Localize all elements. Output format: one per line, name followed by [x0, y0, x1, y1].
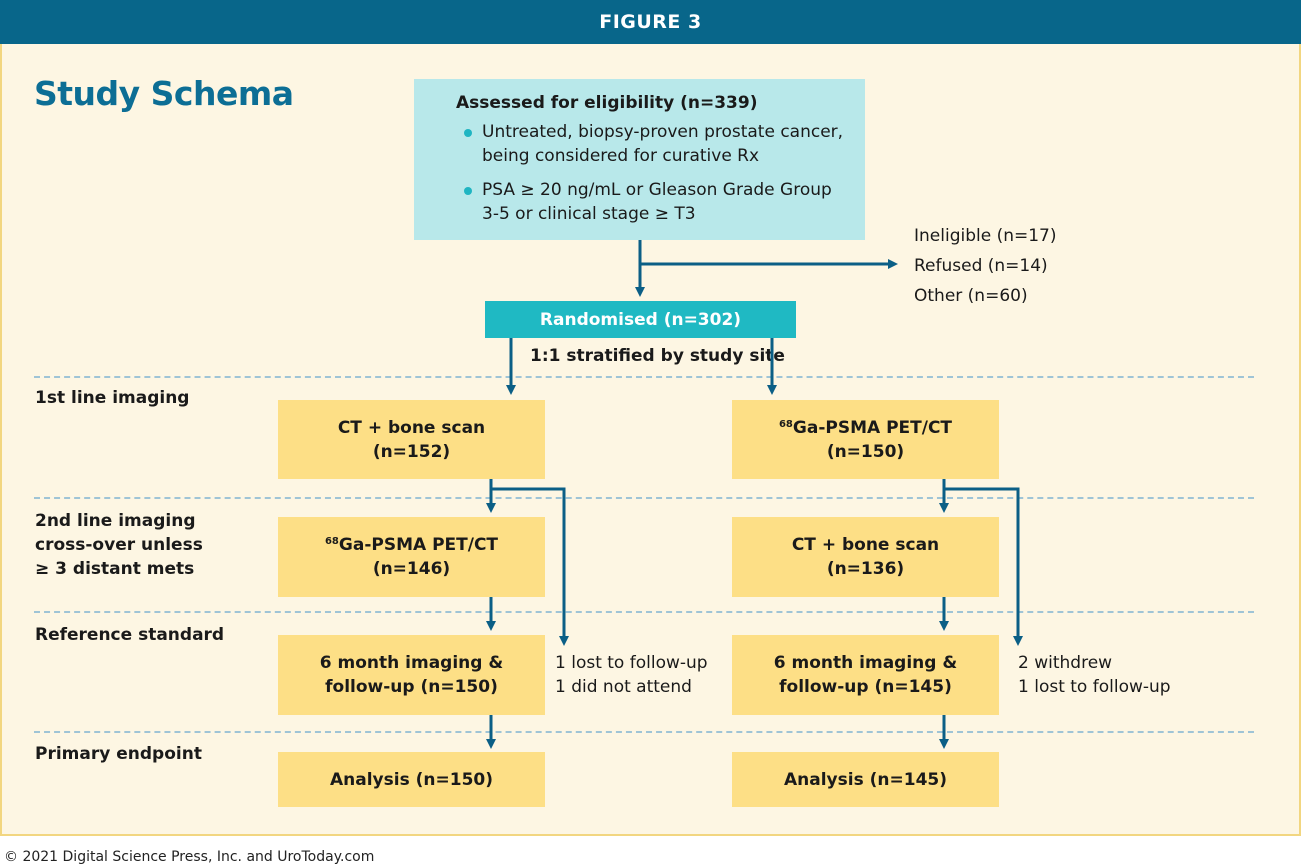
box-line: follow-up (n=145) [779, 677, 952, 697]
box-line: (n=152) [372, 441, 451, 462]
box-line-text: Ga-PSMA PET/CT [792, 417, 953, 438]
criterion-line: 3-5 or clinical stage ≥ T3 [482, 204, 696, 224]
box-line: 68Ga-PSMA PET/CT [779, 416, 952, 440]
exclusion-item: Other (n=60) [914, 286, 1028, 306]
copyright-footer: © 2021 Digital Science Press, Inc. and U… [4, 849, 375, 865]
box-line: (n=150) [826, 441, 905, 462]
box-line: Analysis (n=150) [330, 769, 493, 790]
row-label-first-line: 1st line imaging [35, 388, 190, 408]
row-label-second-line: 2nd line imaging cross-over unless ≥ 3 d… [35, 509, 203, 581]
page-title: Study Schema [34, 74, 294, 113]
box-line: CT + bone scan [337, 417, 486, 438]
criterion-line: Untreated, biopsy-proven prostate cancer… [482, 122, 844, 142]
row-divider [34, 376, 1254, 378]
isotope-superscript: 68 [324, 536, 339, 547]
right-second-line-box: CT + bone scan (n=136) [732, 517, 999, 597]
box-line: follow-up (n=150) [325, 677, 498, 697]
arrow-right-dropout [944, 487, 1023, 646]
criterion-line: PSA ≥ 20 ng/mL or Gleason Grade Group [482, 180, 832, 200]
left-second-line-box: 68Ga-PSMA PET/CT (n=146) [278, 517, 545, 597]
exclusions-list: Ineligible (n=17) Refused (n=14) Other (… [914, 221, 1057, 311]
left-first-line-box: CT + bone scan (n=152) [278, 400, 545, 479]
row-label-primary: Primary endpoint [35, 744, 202, 764]
box-line: 6 month imaging & [773, 653, 958, 673]
left-analysis-box: Analysis (n=150) [278, 752, 545, 807]
eligibility-heading: Assessed for eligibility (n=339) [456, 93, 758, 113]
left-reference-box: 6 month imaging & follow-up (n=150) [278, 635, 545, 715]
box-line: 6 month imaging & [319, 653, 504, 673]
arrow-left-dropout [491, 487, 569, 646]
bullet-icon [464, 187, 472, 195]
box-line: (n=146) [372, 559, 451, 579]
criterion-line: being considered for curative Rx [482, 146, 760, 166]
exclusion-item: Refused (n=14) [914, 256, 1048, 276]
row-label-line: ≥ 3 distant mets [35, 559, 195, 579]
box-line-text: Ga-PSMA PET/CT [338, 535, 499, 555]
box-line: Analysis (n=145) [784, 769, 947, 790]
isotope-superscript: 68 [778, 418, 793, 430]
row-divider [34, 497, 1254, 499]
box-line: 68Ga-PSMA PET/CT [325, 533, 498, 557]
dropout-item: 1 lost to follow-up [555, 653, 708, 673]
row-divider [34, 731, 1254, 733]
right-first-line-box: 68Ga-PSMA PET/CT (n=150) [732, 400, 999, 479]
bullet-icon [464, 129, 472, 137]
randomised-box: Randomised (n=302) [485, 301, 796, 338]
stratification-label: 1:1 stratified by study site [530, 346, 785, 366]
box-line: CT + bone scan [791, 535, 940, 555]
row-label-line: 2nd line imaging [35, 511, 196, 531]
exclusion-item: Ineligible (n=17) [914, 226, 1057, 246]
eligibility-box: Assessed for eligibility (n=339) Untreat… [414, 79, 865, 240]
dropout-item: 2 withdrew [1018, 653, 1113, 673]
figure-header: FIGURE 3 [0, 0, 1301, 44]
eligibility-criterion: PSA ≥ 20 ng/mL or Gleason Grade Group 3-… [456, 178, 849, 226]
row-divider [34, 611, 1254, 613]
box-line: (n=136) [826, 559, 905, 579]
right-dropouts: 2 withdrew 1 lost to follow-up [1018, 651, 1171, 699]
eligibility-criterion: Untreated, biopsy-proven prostate cancer… [456, 120, 849, 168]
row-label-reference: Reference standard [35, 625, 225, 645]
left-dropouts: 1 lost to follow-up 1 did not attend [555, 651, 708, 699]
right-analysis-box: Analysis (n=145) [732, 752, 999, 807]
dropout-item: 1 did not attend [555, 677, 692, 697]
right-reference-box: 6 month imaging & follow-up (n=145) [732, 635, 999, 715]
row-label-line: cross-over unless [35, 535, 203, 555]
dropout-item: 1 lost to follow-up [1018, 677, 1171, 697]
